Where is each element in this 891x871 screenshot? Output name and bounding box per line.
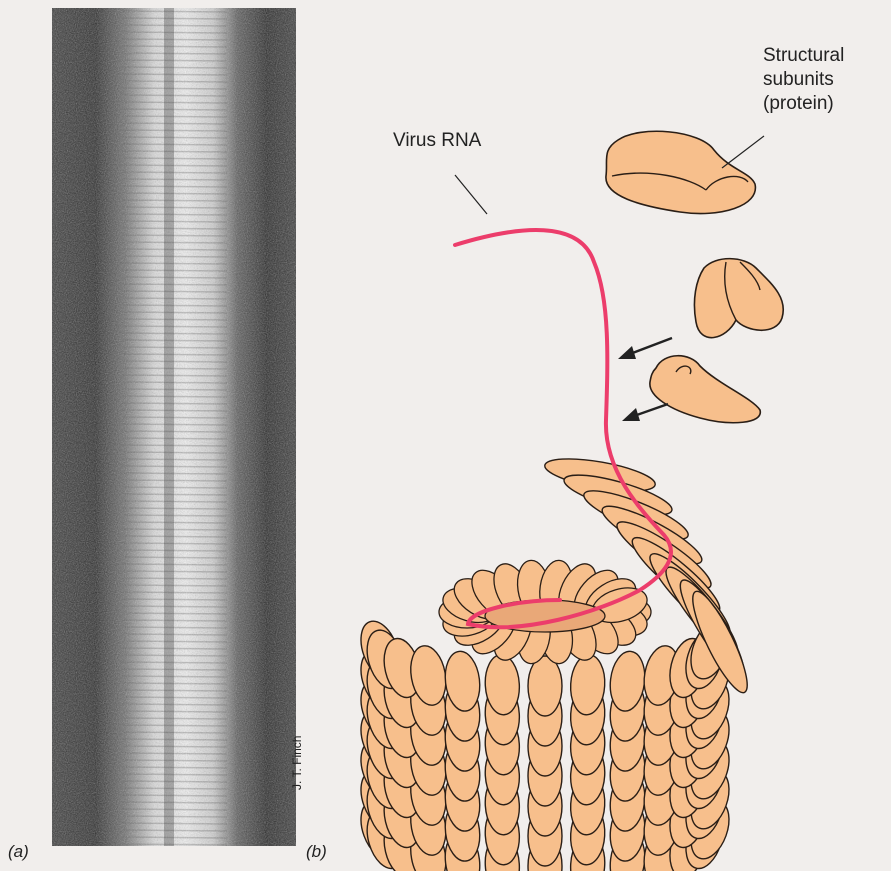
subunits-label-line-2: subunits	[763, 68, 844, 92]
virus-rna-label-text: Virus RNA	[393, 129, 481, 153]
subunits-label-line-3: (protein)	[763, 92, 844, 116]
structural-subunits-label: Structural subunits (protein)	[763, 44, 844, 116]
free-subunit-1	[606, 131, 756, 213]
arrow-icon	[622, 404, 668, 421]
virus-rna-leader	[455, 175, 487, 214]
virus-rna-label: Virus RNA	[393, 129, 481, 153]
free-subunit-2	[694, 259, 783, 338]
arrow-icon	[618, 338, 672, 359]
protein-subunit	[528, 656, 562, 716]
subunits-label-line-1: Structural	[763, 44, 844, 68]
subunits-leader	[722, 136, 764, 168]
free-subunit-3	[650, 356, 760, 423]
subunit-stack	[354, 558, 736, 871]
